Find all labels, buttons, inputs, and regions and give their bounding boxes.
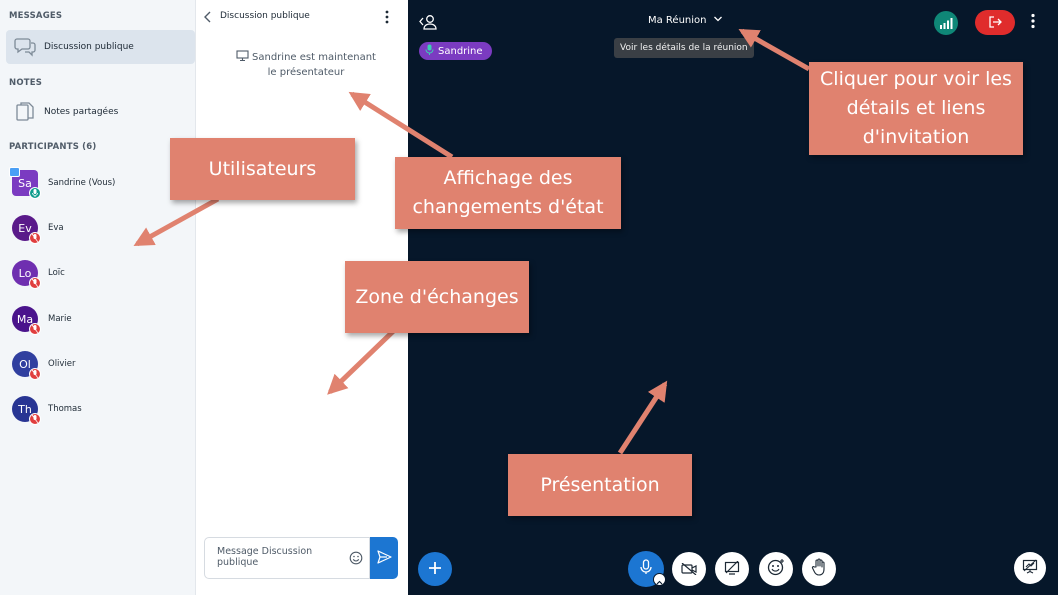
microphone-icon: [425, 44, 434, 58]
avatar-initials: Sa: [18, 176, 32, 190]
participant-name: Sandrine (Vous): [48, 178, 116, 188]
avatar-initials: Ev: [18, 221, 32, 235]
restore-presentation-button[interactable]: [1014, 552, 1046, 584]
presentation-icon: [1022, 559, 1038, 578]
participant-name: Marie: [48, 314, 72, 324]
share-screen-button[interactable]: [715, 552, 749, 586]
avatar: Ma: [12, 306, 41, 335]
user-list-toggle-icon[interactable]: [418, 12, 438, 36]
options-menu-icon[interactable]: [1030, 13, 1036, 33]
avatar: Th: [12, 396, 41, 425]
participant-row[interactable]: Ol Olivier: [12, 348, 195, 380]
back-arrow-icon[interactable]: [203, 9, 213, 28]
meeting-details-tooltip: Voir les détails de la réunion: [614, 38, 754, 58]
avatar: Sa: [9, 167, 41, 199]
participant-name: Loïc: [48, 268, 65, 278]
chevron-up-icon: [656, 570, 663, 589]
documents-icon: [12, 99, 38, 125]
presentation-screen-icon: [236, 50, 249, 66]
mic-on-icon: [29, 187, 41, 199]
raise-hand-button[interactable]: [802, 552, 836, 586]
participant-row[interactable]: Ma Marie: [12, 303, 195, 335]
signal-bars-icon: [939, 14, 953, 33]
meeting-title: Ma Réunion: [648, 15, 707, 26]
status-text-line1: Sandrine est maintenant: [252, 52, 376, 63]
callout-presentation: Présentation: [508, 454, 692, 516]
participants-section-title: PARTICIPANTS (6): [9, 142, 97, 152]
participant-row[interactable]: Ev Eva: [12, 212, 195, 244]
send-button[interactable]: [370, 537, 398, 579]
mic-muted-icon: [29, 368, 41, 380]
mic-muted-icon: [29, 232, 41, 244]
callout-chat-zone: Zone d'échanges: [345, 261, 529, 333]
callout-users: Utilisateurs: [170, 138, 355, 200]
participant-row[interactable]: Lo Loïc: [12, 257, 195, 289]
callout-status-changes: Affichage des changements d'état: [395, 157, 621, 229]
leave-meeting-button[interactable]: [975, 10, 1015, 35]
callout-meeting-details: Cliquer pour voir les détails et liens d…: [809, 62, 1023, 155]
send-icon: [376, 549, 392, 568]
participant-name: Olivier: [48, 359, 76, 369]
status-message: Sandrine est maintenant le présentateur: [216, 50, 396, 80]
screen-share-off-icon: [724, 560, 740, 579]
avatar: Ol: [12, 351, 41, 380]
participant-row[interactable]: Th Thomas: [12, 393, 195, 425]
reactions-button[interactable]: [759, 552, 793, 586]
message-placeholder: Message Discussion publique: [217, 546, 313, 568]
microphone-icon: [640, 559, 652, 579]
talking-indicator: Sandrine: [419, 42, 492, 60]
avatar-initials: Ol: [19, 357, 31, 371]
exit-icon: [988, 13, 1002, 32]
chat-options-icon[interactable]: [384, 9, 390, 28]
plus-icon: [428, 560, 442, 579]
sidebar-item-label: Discussion publique: [44, 42, 134, 52]
hand-icon: [811, 558, 827, 580]
avatar-initials: Lo: [18, 266, 32, 280]
participant-name: Eva: [48, 223, 64, 233]
sidebar: MESSAGES Discussion publique NOTES Notes…: [0, 0, 196, 595]
actions-add-button[interactable]: [418, 552, 452, 586]
participant-row[interactable]: Sa Sandrine (Vous): [9, 167, 195, 199]
chevron-down-icon: [713, 15, 723, 26]
sidebar-item-shared-notes[interactable]: Notes partagées: [6, 95, 195, 129]
presenter-icon: [9, 167, 20, 177]
meeting-title-button[interactable]: Ma Réunion: [648, 15, 723, 26]
status-text-line2: le présentateur: [267, 67, 345, 78]
mic-muted-icon: [29, 413, 41, 425]
mic-muted-icon: [29, 323, 41, 335]
talking-user-name: Sandrine: [438, 45, 483, 57]
chat-bubbles-icon: [12, 34, 38, 60]
avatar-initials: Ma: [16, 312, 34, 326]
sidebar-item-public-chat[interactable]: Discussion publique: [6, 30, 195, 64]
messages-section-title: MESSAGES: [9, 11, 63, 21]
avatar-initials: Th: [18, 402, 32, 416]
smiley-icon: [767, 558, 785, 580]
chat-header: Discussion publique: [196, 0, 408, 32]
sidebar-item-label: Notes partagées: [44, 107, 119, 117]
notes-section-title: NOTES: [9, 78, 43, 88]
avatar: Ev: [12, 215, 41, 244]
participant-name: Thomas: [48, 404, 82, 414]
message-input[interactable]: Message Discussion publique: [204, 537, 370, 579]
emoji-icon[interactable]: [349, 550, 363, 569]
chat-title: Discussion publique: [220, 11, 310, 21]
audio-options-caret[interactable]: [653, 573, 666, 586]
mic-muted-icon: [29, 277, 41, 289]
avatar: Lo: [12, 260, 41, 289]
camera-off-icon: [681, 560, 697, 579]
connection-status-button[interactable]: [934, 11, 958, 35]
share-webcam-button[interactable]: [672, 552, 706, 586]
